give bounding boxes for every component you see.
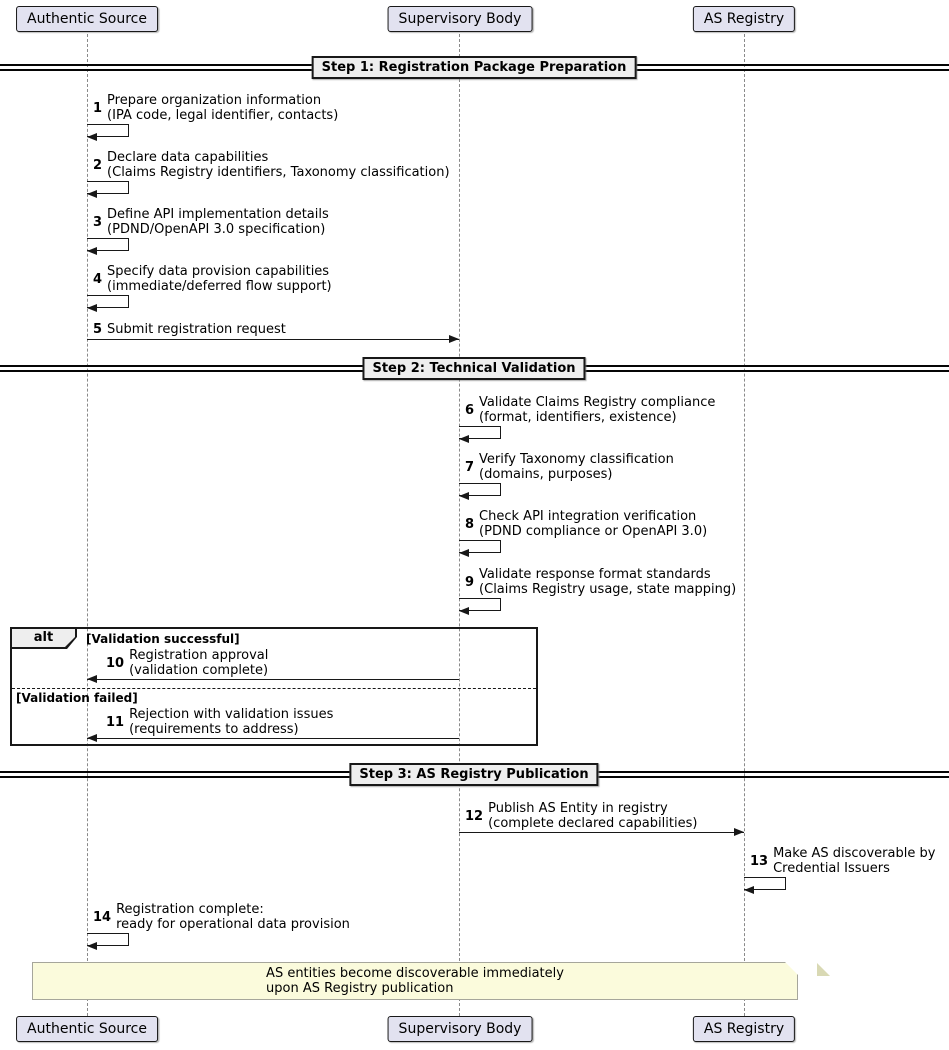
message-number: 3	[93, 214, 103, 230]
arrowhead-icon	[87, 190, 97, 198]
message-number: 7	[465, 459, 475, 475]
arrow-10	[87, 679, 459, 680]
divider-label-step2: Step 2: Technical Validation	[362, 357, 586, 380]
alt-label: alt	[12, 629, 75, 647]
arrowhead-icon	[87, 734, 97, 742]
arrowhead-icon	[459, 607, 469, 615]
participant-bottom-as-registry: AS Registry	[692, 1016, 796, 1042]
message-9: 9 Validate response format standards(Cla…	[465, 567, 737, 597]
arrowhead-icon	[87, 942, 97, 950]
message-number: 12	[465, 808, 484, 824]
arrowhead-icon	[449, 335, 459, 343]
message-number: 5	[93, 322, 103, 337]
participant-bottom-supervisory-body: Supervisory Body	[387, 1016, 533, 1042]
alt-frame-tab: alt	[10, 627, 77, 649]
message-10: 10 Registration approval(validation comp…	[106, 648, 269, 678]
arrowhead-icon	[459, 435, 469, 443]
participant-bottom-authentic-source: Authentic Source	[16, 1016, 158, 1042]
message-number: 2	[93, 157, 103, 173]
message-number: 1	[93, 100, 103, 116]
arrowhead-icon	[87, 304, 97, 312]
message-8: 8 Check API integration verification(PDN…	[465, 509, 708, 539]
message-7: 7 Verify Taxonomy classification(domains…	[465, 452, 674, 482]
message-12: 12 Publish AS Entity in registry(complet…	[465, 801, 698, 831]
message-number: 13	[750, 853, 769, 869]
message-1: 1 Prepare organization information(IPA c…	[93, 93, 339, 123]
divider-label-step3: Step 3: AS Registry Publication	[349, 763, 599, 786]
message-3: 3 Define API implementation details(PDND…	[93, 207, 329, 237]
message-number: 14	[93, 909, 112, 925]
message-number: 9	[465, 574, 475, 590]
message-number: 10	[106, 655, 125, 671]
message-2: 2 Declare data capabilities(Claims Regis…	[93, 150, 450, 180]
arrow-11	[87, 738, 459, 739]
message-14: 14 Registration complete:ready for opera…	[93, 902, 350, 932]
arrowhead-icon	[459, 549, 469, 557]
self-arrow-2	[87, 181, 129, 194]
arrowhead-icon	[87, 133, 97, 141]
note-line-2: upon AS Registry publication	[266, 981, 454, 996]
message-number: 4	[93, 271, 103, 287]
participant-top-supervisory-body: Supervisory Body	[387, 6, 533, 32]
message-11: 11 Rejection with validation issues(requ…	[106, 707, 334, 737]
arrowhead-icon	[87, 247, 97, 255]
message-number: 11	[106, 714, 125, 730]
lifeline-as-registry	[744, 34, 745, 1016]
participant-top-as-registry: AS Registry	[692, 6, 796, 32]
message-5: 5 Submit registration request	[93, 322, 286, 337]
self-arrow-1	[87, 124, 129, 137]
self-arrow-4	[87, 295, 129, 308]
message-number: 8	[465, 516, 475, 532]
note-fold-icon	[817, 963, 830, 976]
arrow-5	[87, 339, 459, 340]
note: AS entities become discoverable immediat…	[32, 962, 798, 1000]
self-arrow-7	[459, 483, 501, 496]
lifeline-authentic-source	[87, 34, 88, 1016]
alt-guard-success: [Validation successful]	[86, 632, 240, 646]
alt-frame: alt [Validation successful] [Validation …	[10, 627, 538, 746]
participant-top-authentic-source: Authentic Source	[16, 6, 158, 32]
note-line-1: AS entities become discoverable immediat…	[266, 966, 564, 981]
arrowhead-icon	[744, 886, 754, 894]
message-number: 6	[465, 402, 475, 418]
self-arrow-8	[459, 540, 501, 553]
alt-separator	[12, 688, 536, 689]
lifeline-supervisory-body	[459, 34, 460, 1016]
self-arrow-13	[744, 877, 786, 890]
alt-guard-failed: [Validation failed]	[16, 691, 138, 705]
self-arrow-14	[87, 933, 129, 946]
arrowhead-icon	[459, 492, 469, 500]
divider-label-step1: Step 1: Registration Package Preparation	[311, 56, 637, 79]
message-6: 6 Validate Claims Registry compliance(fo…	[465, 395, 716, 425]
arrow-12	[459, 832, 744, 833]
arrowhead-icon	[87, 675, 97, 683]
self-arrow-3	[87, 238, 129, 251]
self-arrow-9	[459, 598, 501, 611]
message-4: 4 Specify data provision capabilities(im…	[93, 264, 332, 294]
self-arrow-6	[459, 426, 501, 439]
arrowhead-icon	[734, 828, 744, 836]
